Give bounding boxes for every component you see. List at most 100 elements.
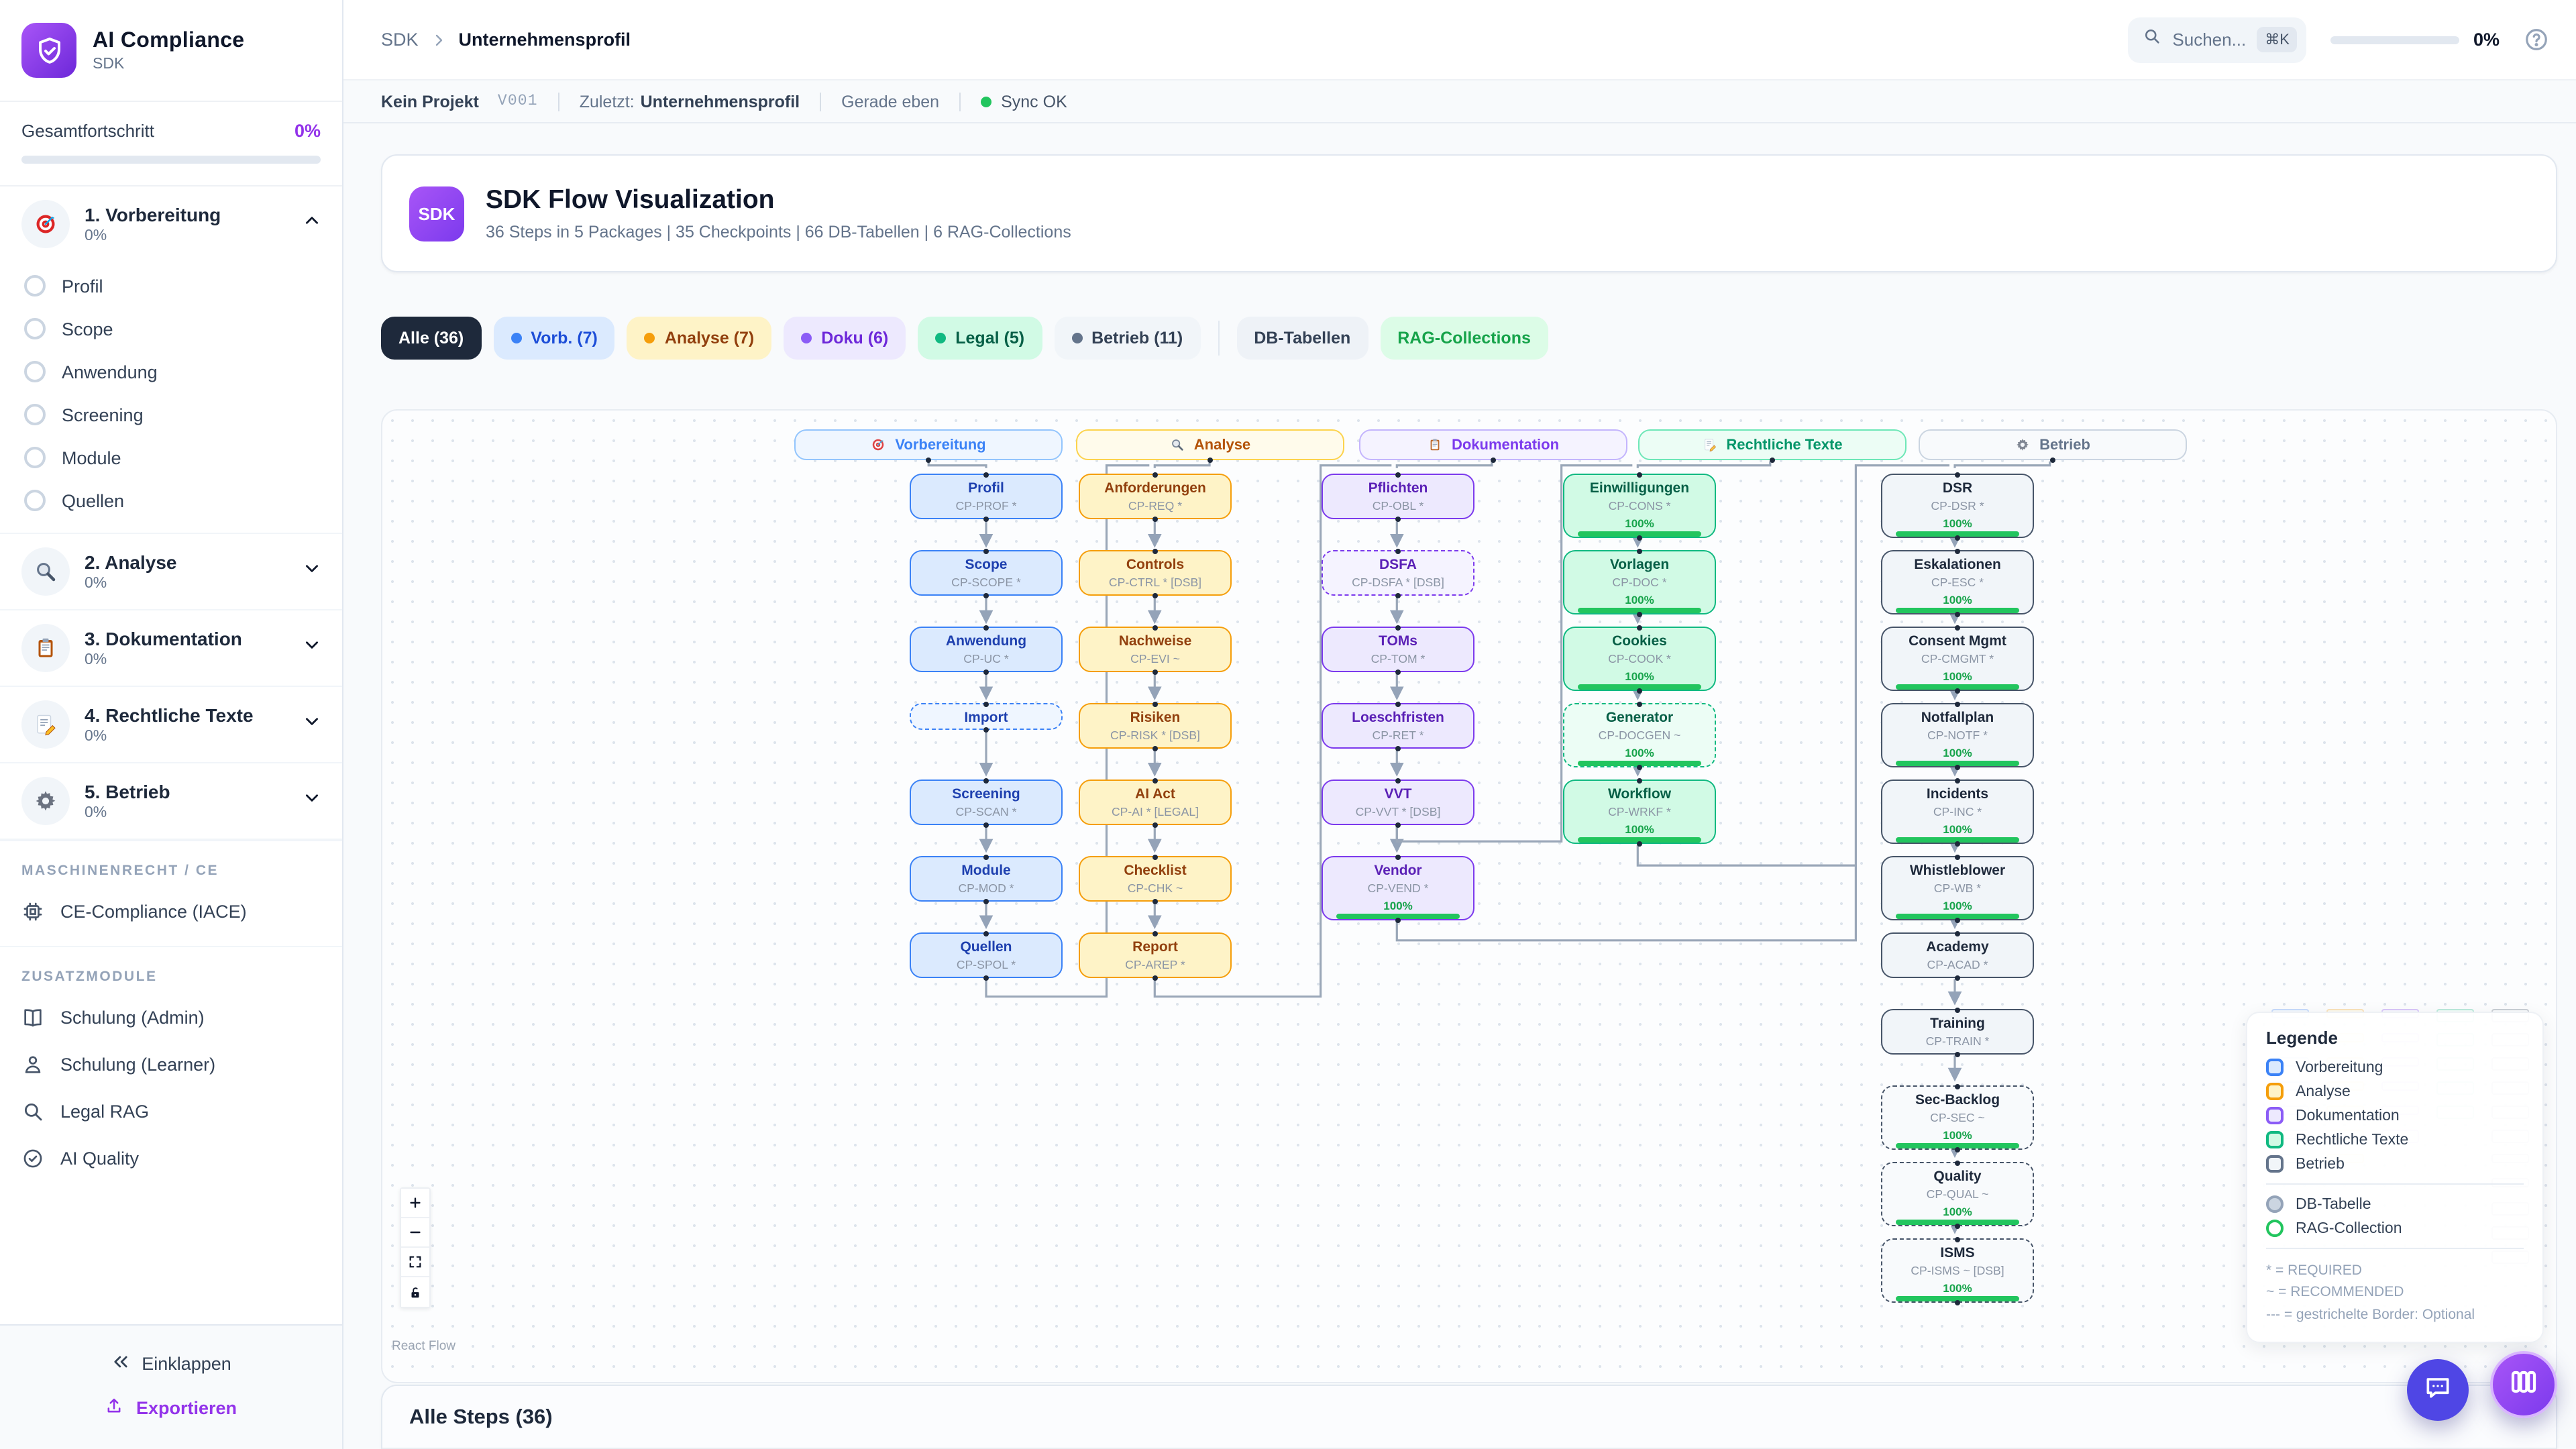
node-progress-value: 100%	[1943, 822, 1972, 837]
zoom-in-button[interactable]	[401, 1189, 429, 1218]
filter-pill-db-tabellen[interactable]: DB-Tabellen	[1236, 317, 1368, 360]
filter-pill-legal-5-[interactable]: Legal (5)	[918, 317, 1042, 360]
collapse-sidebar-button[interactable]: Einklappen	[0, 1342, 342, 1386]
column-header-analyse[interactable]: Analyse	[1076, 429, 1344, 462]
sidebar-item-profil[interactable]: Profil	[0, 264, 342, 307]
target-icon	[871, 437, 885, 452]
filter-pill-alle-36-[interactable]: Alle (36)	[381, 317, 482, 360]
sidebar-item-schulung-admin-[interactable]: Schulung (Admin)	[0, 994, 342, 1041]
search-input[interactable]: Suchen... ⌘K	[2128, 17, 2307, 62]
node-code: CP-WB *	[1933, 881, 1982, 895]
phase-progress: 0%	[85, 228, 107, 244]
section-label: MASCHINENRECHT / CE	[0, 840, 342, 888]
sidebar-item-screening[interactable]: Screening	[0, 393, 342, 436]
node-title: Screening	[952, 786, 1020, 802]
node-progress-value: 100%	[1943, 1205, 1972, 1219]
sidebar-item-ce-compliance-iace-[interactable]: CE-Compliance (IACE)	[0, 888, 342, 935]
node-title: Controls	[1126, 557, 1185, 573]
columns-panel-fab-button[interactable]	[2490, 1351, 2557, 1418]
column-header-rechtliche-texte[interactable]: Rechtliche Texte	[1638, 429, 1907, 462]
column-header-vorbereitung[interactable]: Vorbereitung	[794, 429, 1063, 462]
radio-unchecked-icon	[24, 404, 46, 425]
page-title: SDK Flow Visualization	[486, 185, 775, 215]
filter-pill-analyse-7-[interactable]: Analyse (7)	[627, 317, 772, 360]
node-code: CP-PROF *	[955, 498, 1017, 513]
node-title: DSFA	[1379, 557, 1417, 573]
fit-view-button[interactable]	[401, 1248, 429, 1277]
lock-toggle-button[interactable]	[401, 1277, 429, 1307]
filter-pill-vorb-7-[interactable]: Vorb. (7)	[493, 317, 615, 360]
filter-pill-rag-collections[interactable]: RAG-Collections	[1380, 317, 1548, 360]
zoom-out-button[interactable]	[401, 1218, 429, 1248]
radio-unchecked-icon	[24, 361, 46, 382]
sidebar-item-quellen[interactable]: Quellen	[0, 479, 342, 522]
filter-pill-betrieb-11-[interactable]: Betrieb (11)	[1054, 317, 1201, 360]
node-title: DSR	[1942, 480, 1973, 496]
chevron-right-icon	[431, 32, 447, 48]
export-button[interactable]: Exportieren	[0, 1386, 342, 1430]
help-icon[interactable]	[2524, 27, 2549, 52]
sidebar-item-legal-rag[interactable]: Legal RAG	[0, 1088, 342, 1135]
sidebar-item-module[interactable]: Module	[0, 436, 342, 479]
overall-progress-value: 0%	[294, 121, 321, 141]
column-header-betrieb[interactable]: Betrieb	[1919, 429, 2187, 462]
sync-ok-label: Sync OK	[1001, 92, 1067, 111]
chat-fab-button[interactable]	[2407, 1359, 2469, 1421]
sidebar-item-scope[interactable]: Scope	[0, 307, 342, 350]
sidebar-item-anwendung[interactable]: Anwendung	[0, 350, 342, 393]
sidebar-item-ai-quality[interactable]: AI Quality	[0, 1135, 342, 1182]
node-code: CP-MOD *	[958, 881, 1014, 895]
flow-node-import[interactable]: Import	[910, 701, 1063, 732]
node-progress-bar	[1896, 837, 2019, 843]
breadcrumb-root[interactable]: SDK	[381, 30, 419, 50]
node-progress-value: 100%	[1625, 593, 1654, 607]
column-header-dokumentation[interactable]: Dokumentation	[1359, 429, 1627, 462]
sidebar-item-schulung-learner-[interactable]: Schulung (Learner)	[0, 1041, 342, 1088]
phase-progress: 0%	[85, 805, 107, 821]
filter-pill-doku-6-[interactable]: Doku (6)	[784, 317, 906, 360]
sidebar-item-label: Screening	[62, 405, 144, 425]
sidebar-footer: Einklappen Exportieren	[0, 1324, 342, 1449]
